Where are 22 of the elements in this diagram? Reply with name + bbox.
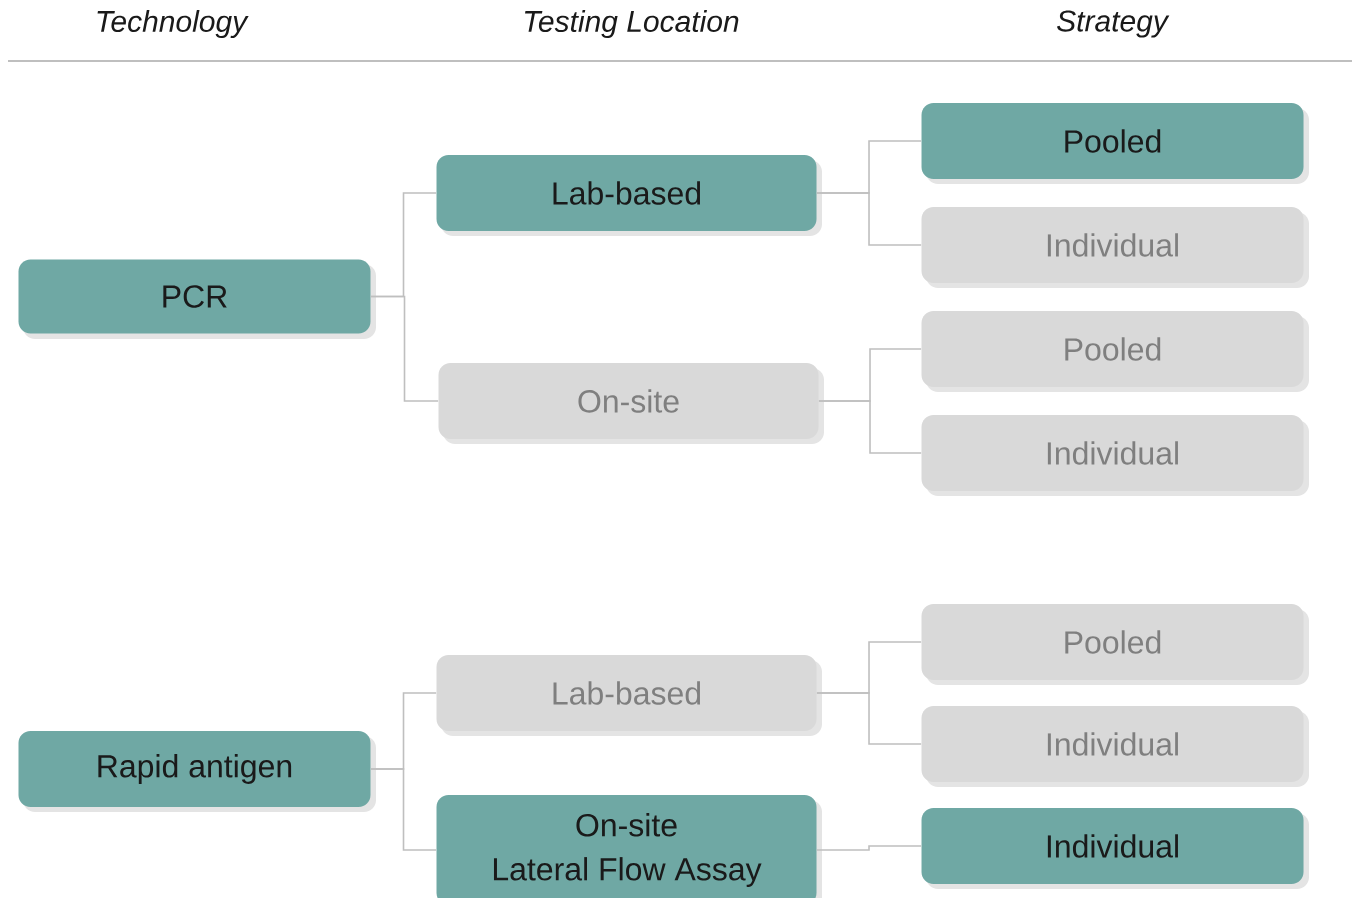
- category-box: On-site Lateral Flow Assay: [436, 795, 822, 898]
- connector-line: [370, 295, 439, 402]
- category-box: Pooled: [921, 311, 1309, 392]
- connector-line: [370, 768, 437, 851]
- column-heading: Strategy: [1057, 10, 1170, 38]
- category-box: Individual: [921, 415, 1309, 496]
- connector-line: [818, 400, 922, 454]
- category-box: Individual: [921, 207, 1309, 288]
- column-heading: Technology: [97, 10, 249, 38]
- category-box: On-site: [438, 363, 824, 444]
- category-box: PCR: [18, 259, 376, 339]
- category-box: Lab-based: [436, 655, 822, 736]
- connector-line: [816, 192, 922, 246]
- connector-line: [816, 845, 922, 851]
- column-heading: Testing Location: [525, 10, 739, 38]
- category-box: Pooled: [921, 103, 1309, 184]
- category-box: Lab-based: [436, 155, 822, 236]
- category-box: Individual: [921, 808, 1309, 889]
- connector-line: [816, 692, 922, 745]
- category-box: Individual: [921, 706, 1309, 787]
- category-box: Pooled: [921, 604, 1309, 685]
- category-box: Rapid antigen: [18, 731, 376, 812]
